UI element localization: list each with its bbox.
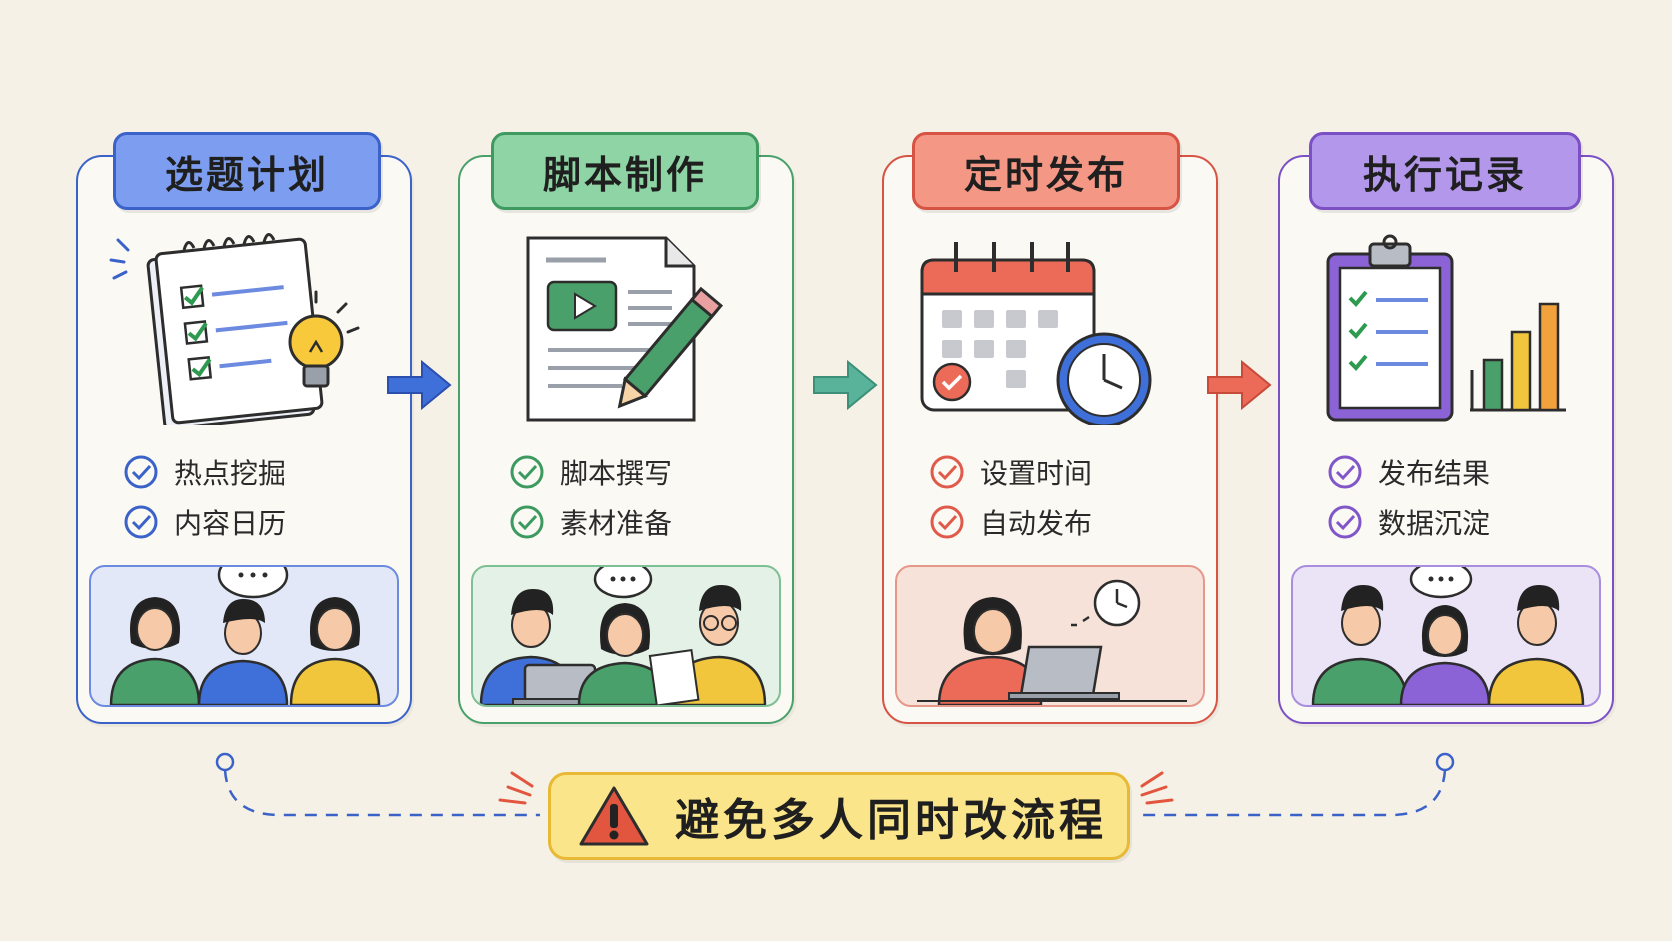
team-discussion-scene xyxy=(89,565,399,707)
step-title-plan: 选题计划 xyxy=(113,132,381,210)
lightbulb-icon xyxy=(288,290,360,388)
bar-chart-icon xyxy=(1470,302,1566,412)
warning-banner: 避免多人同时改流程 xyxy=(548,772,1130,860)
clipboard-checklist-icon xyxy=(1278,220,1610,425)
speech-bubble-icon xyxy=(1409,567,1473,599)
list-item: 数据沉淀 xyxy=(1326,502,1490,542)
pencil-icon xyxy=(617,286,724,409)
check-circle-icon xyxy=(510,505,544,539)
check-circle-icon xyxy=(124,455,158,489)
speech-bubble-icon xyxy=(217,567,289,599)
speech-bubble-icon xyxy=(593,567,653,599)
calendar-icon xyxy=(882,220,1214,428)
step-title-publish: 定时发布 xyxy=(912,132,1180,210)
check-circle-icon xyxy=(124,505,158,539)
list-item: 设置时间 xyxy=(928,452,1092,492)
list-item-label: 设置时间 xyxy=(980,457,1093,490)
check-circle-icon xyxy=(1328,455,1362,489)
notebook-checklist-icon xyxy=(76,220,408,431)
warning-triangle-icon xyxy=(579,786,649,846)
list-item-label: 热点挖掘 xyxy=(174,457,287,490)
step-title-script: 脚本制作 xyxy=(491,132,759,210)
list-item: 热点挖掘 xyxy=(122,452,286,492)
laptop-icon xyxy=(512,663,606,705)
video-document-icon xyxy=(458,220,790,425)
check-circle-icon xyxy=(1328,505,1362,539)
flow-arrow-3 xyxy=(1204,350,1274,420)
list-item: 脚本撰写 xyxy=(508,452,672,492)
check-circle-icon xyxy=(930,505,964,539)
list-item-label: 内容日历 xyxy=(174,507,287,540)
list-item-label: 自动发布 xyxy=(980,507,1093,540)
list-item-label: 数据沉淀 xyxy=(1378,507,1491,540)
list-item: 素材准备 xyxy=(508,502,672,542)
check-circle-icon xyxy=(930,455,964,489)
flow-arrow-1 xyxy=(384,350,454,420)
laptop-icon xyxy=(1008,645,1120,700)
flow-arrow-2 xyxy=(810,350,880,420)
team-review-scene xyxy=(1291,565,1601,707)
list-item: 内容日历 xyxy=(122,502,286,542)
clock-icon xyxy=(1093,579,1141,627)
list-item-label: 发布结果 xyxy=(1378,457,1491,490)
check-circle-icon xyxy=(510,455,544,489)
clock-icon xyxy=(1056,332,1152,428)
scheduled-publish-scene xyxy=(895,565,1205,707)
warning-text: 避免多人同时改流程 xyxy=(675,795,1107,846)
step-title-record: 执行记录 xyxy=(1309,132,1581,210)
list-item-label: 素材准备 xyxy=(560,507,673,540)
list-item: 发布结果 xyxy=(1326,452,1490,492)
list-item-label: 脚本撰写 xyxy=(560,457,673,490)
list-item: 自动发布 xyxy=(928,502,1092,542)
team-writing-scene xyxy=(471,565,781,707)
